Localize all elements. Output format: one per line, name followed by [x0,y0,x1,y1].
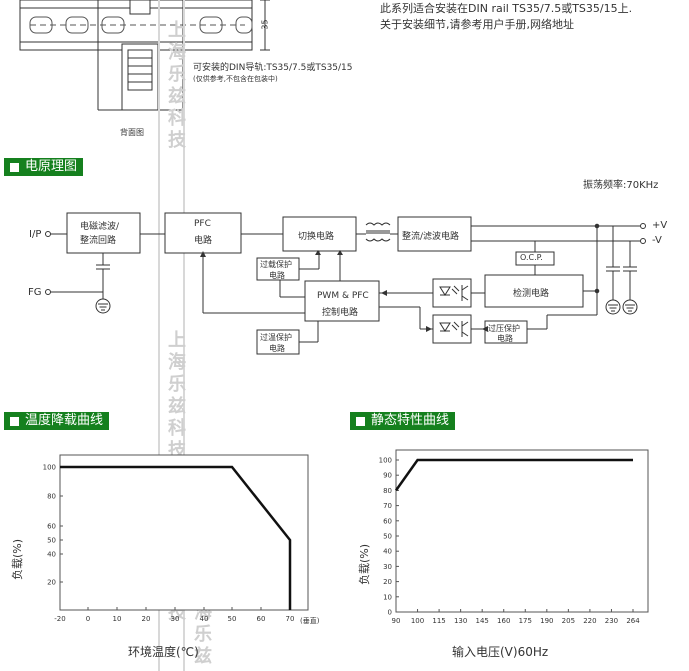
emi-label-2: 整流回路 [80,236,117,246]
x-tick-label: 205 [562,617,575,625]
watermark-line [158,0,160,671]
block-diagram [45,212,646,355]
watermark-text: 上海乐兹科技 [165,20,186,152]
static-xlabel: 输入电压(V)60Hz [452,645,549,659]
ip-label: I/P [29,229,42,240]
rail-note: 可安装的DIN导轨:TS35/7.5或TS35/15 [193,63,353,73]
y-tick-label: 20 [383,578,392,586]
derating-ylabel: 负载(%) [11,538,24,580]
x-tick-label: 220 [583,617,596,625]
pfc-label-2: 电路 [194,236,213,246]
oscillation-frequency: 振荡频率:70KHz [583,180,659,191]
series-line [394,458,633,492]
square-icon [10,416,19,426]
x-tick-label: 70 [286,615,295,623]
y-tick-label: 50 [47,537,56,545]
x-tick-label: 60 [257,615,266,623]
derating-xlabel: 环境温度(℃) [128,645,199,659]
static-ylabel: 负载(%) [358,543,371,585]
olp-label-1: 过载保护 [260,260,292,269]
plot-frame [59,454,309,611]
otp-label-2: 电路 [269,344,285,353]
fg-label: FG [28,287,42,298]
block-diagram-header: 电原理图 [4,158,84,176]
derating-xunit: (垂直) [300,617,320,625]
x-tick-label: -20 [54,615,65,623]
vplus-label: +V [652,220,668,231]
y-tick-label: 80 [383,487,392,495]
y-tick-label: 60 [383,517,392,525]
x-tick-label: 130 [454,617,467,625]
x-tick-label: 10 [113,615,122,623]
y-tick-label: 40 [47,551,56,559]
x-tick-label: 175 [519,617,532,625]
y-tick-label: 90 [383,472,392,480]
ovp-label-2: 电路 [497,334,513,343]
y-tick-label: 30 [383,563,392,571]
static-chart: 90 100 115 130 145 160 175 190 205 220 230 264 0 10 20… [379,449,649,625]
x-tick-label: 50 [228,615,237,623]
watermark-line [183,0,185,671]
y-tick-label: 20 [47,579,56,587]
switch-label: 切换电路 [298,232,335,242]
series-line [60,465,292,610]
plot-frame [395,449,649,613]
vminus-label: -V [652,235,662,246]
x-tick-label: 230 [605,617,618,625]
derating-header: 温度降载曲线 [4,412,110,430]
pfc-label-1: PFC [194,219,211,229]
y-tick-label: 100 [43,464,56,472]
dim-35-label: 35 [260,19,270,30]
y-tick-label: 80 [47,493,56,501]
ctrl-label-1: PWM & PFC [317,291,369,301]
x-tick-label: 0 [86,615,90,623]
ovp-label-1: 过压保护 [488,324,520,333]
ocp-label: O.C.P. [520,253,543,262]
watermark-text: 上海乐兹科技 [165,330,186,462]
y-tick-label: 60 [47,523,56,531]
install-text-1: 此系列适合安装在DIN rail TS35/7.5或TS35/15上. [380,2,633,15]
y-tick-label: 70 [383,502,392,510]
ctrl-label-2: 控制电路 [322,308,359,318]
y-tick-label: 100 [379,457,392,465]
x-tick-label: 264 [626,617,640,625]
x-tick-label: 20 [142,615,151,623]
x-tick-label: 90 [392,617,401,625]
y-tick-label: 10 [383,593,392,601]
x-tick-label: 30 [171,615,180,623]
square-icon [10,162,19,172]
y-tick-label: 50 [383,533,392,541]
install-text-2: 关于安装细节,请参考用户手册,网络地址 [380,18,574,31]
rail-note-2: (仅供参考,不包含在包装中) [193,75,278,83]
x-tick-label: 100 [411,617,424,625]
x-tick-label: 40 [200,615,209,623]
x-tick-label: 160 [497,617,510,625]
x-tick-label: 145 [475,617,488,625]
static-header: 静态特性曲线 [350,412,456,430]
olp-label-2: 电路 [269,271,285,280]
square-icon [356,416,365,426]
x-tick-label: 190 [540,617,553,625]
detect-label: 检测电路 [513,289,550,299]
optocoupler-icon [439,321,469,337]
y-tick-label: 0 [388,609,392,617]
x-tick-label: 115 [432,617,445,625]
derating-chart: -20 0 10 20 30 40 50 60 70 20 40 50 60 80 100 [43,454,309,623]
y-tick-label: 40 [383,548,392,556]
otp-label-1: 过温保护 [260,333,292,342]
rect-label: 整流/滤波电路 [402,232,460,242]
optocoupler-icon [439,285,469,301]
emi-label-1: 电磁滤波/ [80,222,120,232]
back-view-label: 背面图 [120,128,144,137]
